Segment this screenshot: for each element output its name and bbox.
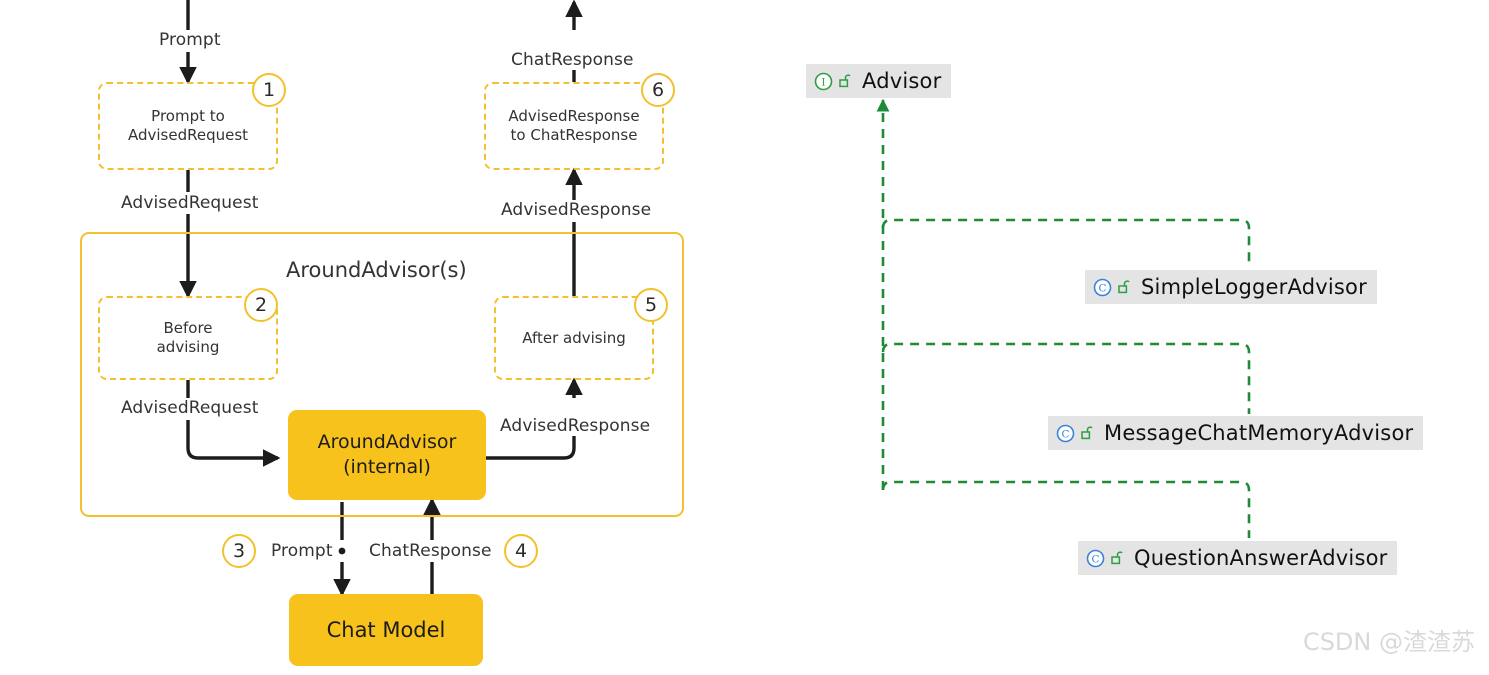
- svg-text:C: C: [1098, 282, 1106, 294]
- edge-label-advised-request-2: AdvisedRequest: [118, 398, 262, 418]
- uml-node-question-answer-advisor[interactable]: C QuestionAnswerAdvisor: [1078, 541, 1398, 575]
- uml-node-message-chat-memory-advisor[interactable]: C MessageChatMemoryAdvisor: [1048, 416, 1424, 450]
- flow-connectors: [179, 0, 583, 597]
- interface-icon: I: [814, 72, 833, 91]
- uml-node-message-chat-memory-advisor-label: MessageChatMemoryAdvisor: [1104, 421, 1414, 445]
- edge-label-advised-response-2: AdvisedResponse: [497, 416, 654, 436]
- node-after-advising-text: After advising: [522, 328, 626, 347]
- edge-label-advised-response-1: AdvisedResponse: [498, 200, 655, 220]
- node-prompt-to-advised-request-text: Prompt to AdvisedRequest: [127, 107, 249, 144]
- edge-label-prompt-to-model: Prompt: [268, 541, 336, 561]
- badge-step-6: 6: [641, 73, 675, 107]
- group-around-advisors-title: AroundAdvisor(s): [286, 258, 467, 282]
- class-icon: C: [1093, 278, 1112, 297]
- svg-text:C: C: [1061, 428, 1069, 440]
- uml-node-question-answer-advisor-label: QuestionAnswerAdvisor: [1134, 546, 1388, 570]
- csdn-watermark: CSDN @渣渣苏: [1302, 628, 1475, 656]
- uml-node-advisor[interactable]: I Advisor: [806, 64, 952, 98]
- node-chat-model-text: Chat Model: [326, 617, 446, 642]
- badge-step-5: 5: [634, 288, 668, 322]
- public-unlock-icon: [838, 73, 853, 89]
- edge-label-advised-request-1: AdvisedRequest: [118, 193, 262, 213]
- flow-diagram: Prompt Prompt to AdvisedRequest 1 Advise…: [80, 0, 684, 666]
- public-unlock-icon: [1110, 550, 1125, 566]
- node-prompt-to-advised-request: Prompt to AdvisedRequest: [98, 82, 278, 170]
- public-unlock-icon: [1080, 425, 1095, 441]
- node-around-advisor-internal-text: AroundAdvisor (internal): [317, 431, 457, 478]
- badge-step-1: 1: [252, 73, 286, 107]
- badge-step-3: 3: [222, 534, 256, 568]
- node-around-advisor-internal: AroundAdvisor (internal): [288, 410, 486, 500]
- badge-step-2: 2: [244, 288, 278, 322]
- edge-label-chat-response-out: ChatResponse: [508, 50, 637, 70]
- node-advised-response-to-chat-response-text: AdvisedResponse to ChatResponse: [508, 107, 640, 144]
- class-icon: C: [1086, 549, 1105, 568]
- svg-text:C: C: [1091, 553, 1099, 565]
- node-advised-response-to-chat-response: AdvisedResponse to ChatResponse: [484, 82, 664, 170]
- class-icon: C: [1056, 424, 1075, 443]
- node-before-advising: Before advising: [98, 296, 278, 380]
- group-around-advisors: [80, 232, 684, 517]
- edge-label-chat-response-from-model: ChatResponse: [366, 541, 495, 561]
- node-chat-model: Chat Model: [289, 594, 483, 666]
- uml-node-advisor-label: Advisor: [862, 69, 942, 93]
- badge-step-4: 4: [504, 534, 538, 568]
- edge-label-prompt-in: Prompt: [156, 30, 224, 50]
- public-unlock-icon: [1117, 279, 1132, 295]
- uml-node-simple-logger-advisor[interactable]: C SimpleLoggerAdvisor: [1085, 270, 1377, 304]
- uml-node-simple-logger-advisor-label: SimpleLoggerAdvisor: [1141, 275, 1367, 299]
- node-before-advising-text: Before advising: [156, 319, 220, 356]
- node-after-advising: After advising: [494, 296, 654, 380]
- inheritance-connectors: [876, 98, 1251, 538]
- svg-text:I: I: [821, 76, 825, 88]
- class-diagram: I Advisor C SimpleLoggerAdvisor: [760, 0, 1489, 675]
